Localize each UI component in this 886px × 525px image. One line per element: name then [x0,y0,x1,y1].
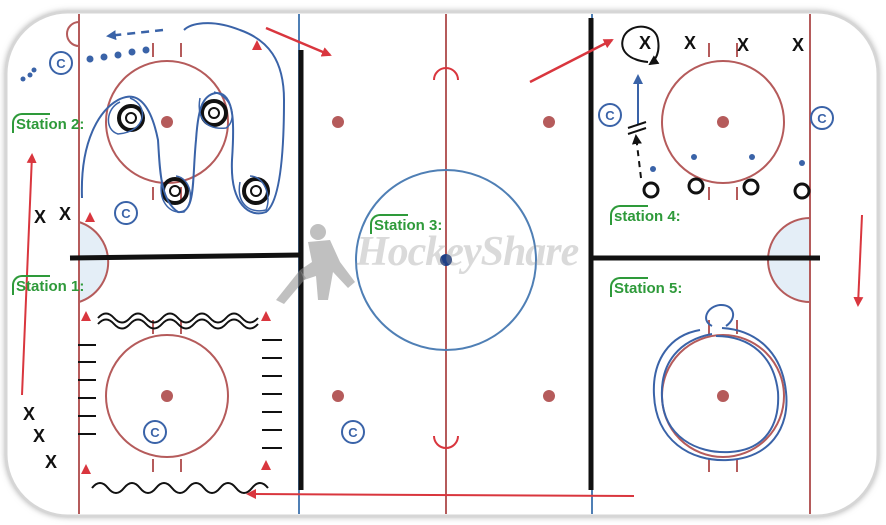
faceoff-dot-bottom-left [161,390,173,402]
tire-obstacle [242,177,270,205]
cone-icon [81,311,91,321]
puck [86,55,94,63]
screen-mark [627,127,647,135]
skating-path [198,91,233,129]
station2-label: Station 2: [12,113,84,133]
skating-path [621,25,660,66]
referee-crease-top [433,67,459,81]
neutral-dot [543,390,555,402]
faceoff-dot-bottom-right [717,390,729,402]
svg-text:C: C [150,425,160,440]
puck [114,51,122,59]
player-x: X [34,207,46,227]
divider-left-horizontal [69,252,302,261]
neutral-dot [332,390,344,402]
station5-label: Station 5: [610,277,682,297]
station5-drill [652,303,788,462]
skate-arrow [529,38,614,84]
station2-drill [20,22,286,222]
player-x: X [45,452,57,472]
skate-arrow [853,214,864,307]
coach-icon: C [341,420,365,444]
faceoff-dot-top-left [161,116,173,128]
player-x: X [639,33,651,53]
puck [20,76,26,82]
goal-net-top-left [66,21,80,47]
player-x: X [792,35,804,55]
puck [691,154,697,160]
cone-icon [261,460,271,470]
player-x: X [684,33,696,53]
screen-mark [627,121,647,129]
player-x: X [33,426,45,446]
cone-icon [81,464,91,474]
coach-icon: C [49,51,73,75]
tire-obstacle [742,178,760,196]
goal-crease-left [78,220,110,304]
cone-icon [261,311,271,321]
coach-icon: C [810,106,834,130]
skate-arrow [265,26,332,57]
skating-path [652,327,788,462]
tire-obstacle [642,181,660,199]
neutral-dot [332,116,344,128]
watermark-logo-icon [276,224,355,304]
faceoff-circle-top-right [661,43,785,200]
svg-text:C: C [121,206,131,221]
stickhandle-path [97,312,259,324]
coach-icon: C [143,420,167,444]
stickhandle-path [97,318,259,330]
puck [100,53,108,61]
puck [749,154,755,160]
player-x: X [737,35,749,55]
puck [650,166,656,172]
puck [31,67,37,73]
pass-arrow [631,134,642,179]
puck [27,72,33,78]
skating-path [660,333,780,454]
svg-text:C: C [56,56,66,71]
stick-marks-left [78,344,96,435]
skate-arrow [246,489,635,500]
cone-icon [85,212,95,222]
station4-label: station 4: [610,205,681,225]
skating-path [705,303,735,327]
tire-obstacle [687,177,705,195]
skating-path [160,175,192,213]
skating-path [238,175,269,212]
stick-marks-right [262,339,282,449]
svg-text:C: C [348,425,358,440]
svg-text:C: C [605,108,615,123]
neutral-dot [543,116,555,128]
faceoff-dot-top-right [717,116,729,128]
puck [128,48,136,56]
station4-drill [529,25,811,200]
skating-path [107,97,144,135]
tire-obstacle [200,99,228,127]
stickhandle-path [91,482,269,494]
puck [142,46,150,54]
coach-icon: C [114,201,138,225]
player-x: X [23,404,35,424]
center-dot [440,254,452,266]
pass-arrow [106,28,164,41]
watermark-text: HockeyShare [356,229,579,275]
cone-icon [252,40,262,50]
tire-obstacle [793,182,811,200]
player-x: X [59,204,71,224]
center-circle [355,169,537,351]
referee-crease-bottom [433,435,459,449]
svg-text:C: C [817,111,827,126]
coach-icon: C [598,103,622,127]
station1-drill [78,311,282,494]
station3-label: Station 3: [370,214,442,234]
station1-label: Station 1: [12,275,84,295]
puck [799,160,805,166]
